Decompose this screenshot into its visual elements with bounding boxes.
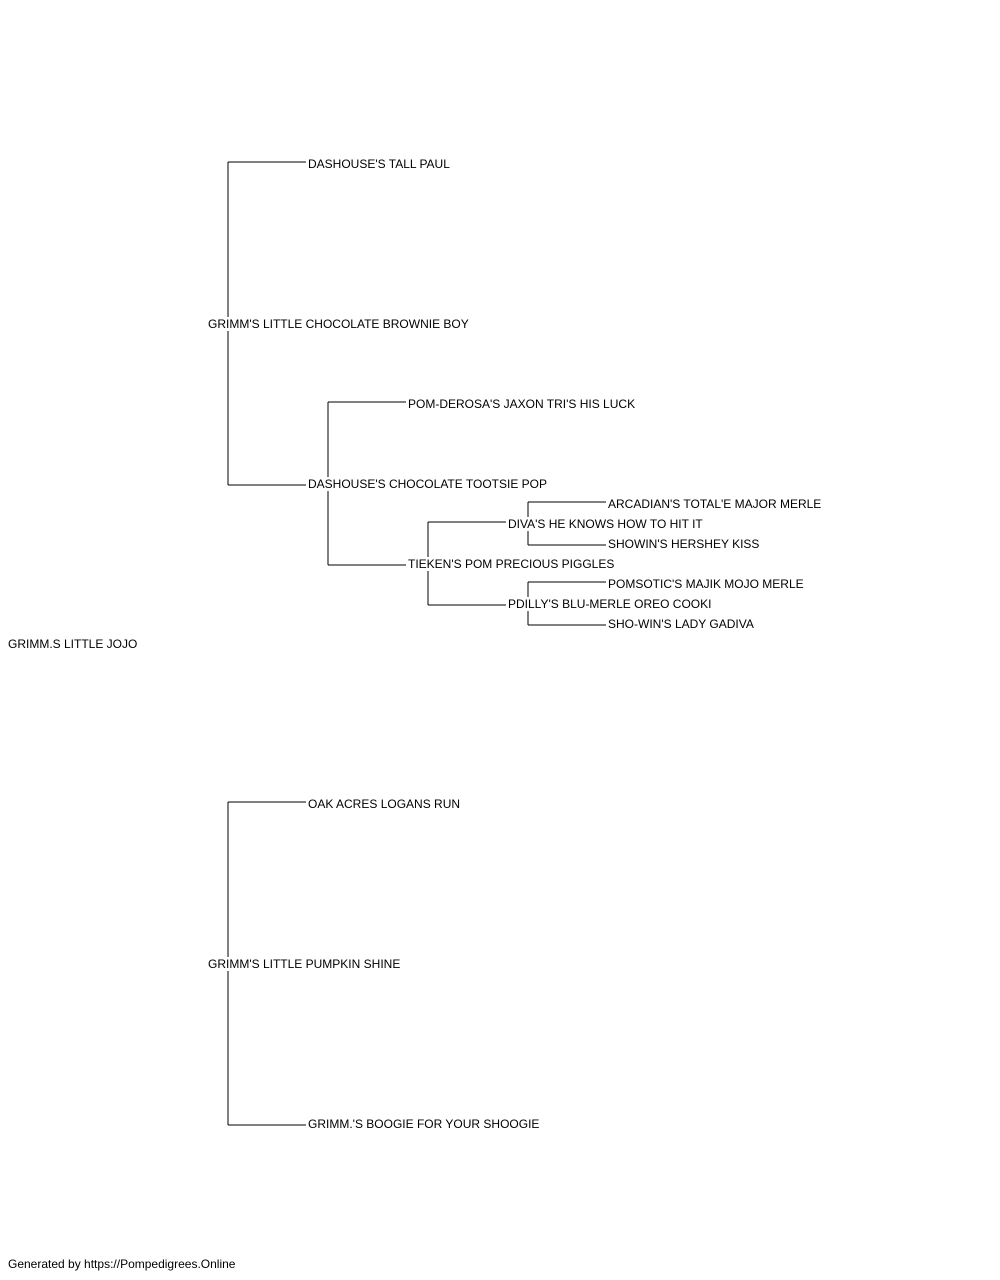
ancestor-name: SHOWIN'S HERSHEY KISS (608, 537, 760, 551)
paternal-granddam-name: DASHOUSE'S CHOCOLATE TOOTSIE POP (308, 477, 548, 491)
generator-credit: Generated by https://Pompedigrees.Online (8, 1257, 236, 1271)
sire-name: GRIMM'S LITTLE CHOCOLATE BROWNIE BOY (208, 317, 469, 331)
ancestor-name: PDILLY'S BLU-MERLE OREO COOKI (508, 597, 712, 611)
ancestor-name: DIVA'S HE KNOWS HOW TO HIT IT (508, 517, 703, 531)
maternal-grandsire-name: OAK ACRES LOGANS RUN (308, 797, 461, 811)
ancestor-name: POM-DEROSA'S JAXON TRI'S HIS LUCK (408, 397, 636, 411)
ancestor-name: ARCADIAN'S TOTAL'E MAJOR MERLE (608, 497, 822, 511)
ancestor-name: TIEKEN'S POM PRECIOUS PIGGLES (408, 557, 615, 571)
ancestor-name: POMSOTIC'S MAJIK MOJO MERLE (608, 577, 804, 591)
maternal-granddam-name: GRIMM.'S BOOGIE FOR YOUR SHOOGIE (308, 1117, 540, 1131)
dam-name: GRIMM'S LITTLE PUMPKIN SHINE (208, 957, 401, 971)
subject-name: GRIMM.S LITTLE JOJO (8, 637, 138, 651)
ancestor-name: SHO-WIN'S LADY GADIVA (608, 617, 754, 631)
paternal-grandsire-name: DASHOUSE'S TALL PAUL (308, 157, 450, 171)
